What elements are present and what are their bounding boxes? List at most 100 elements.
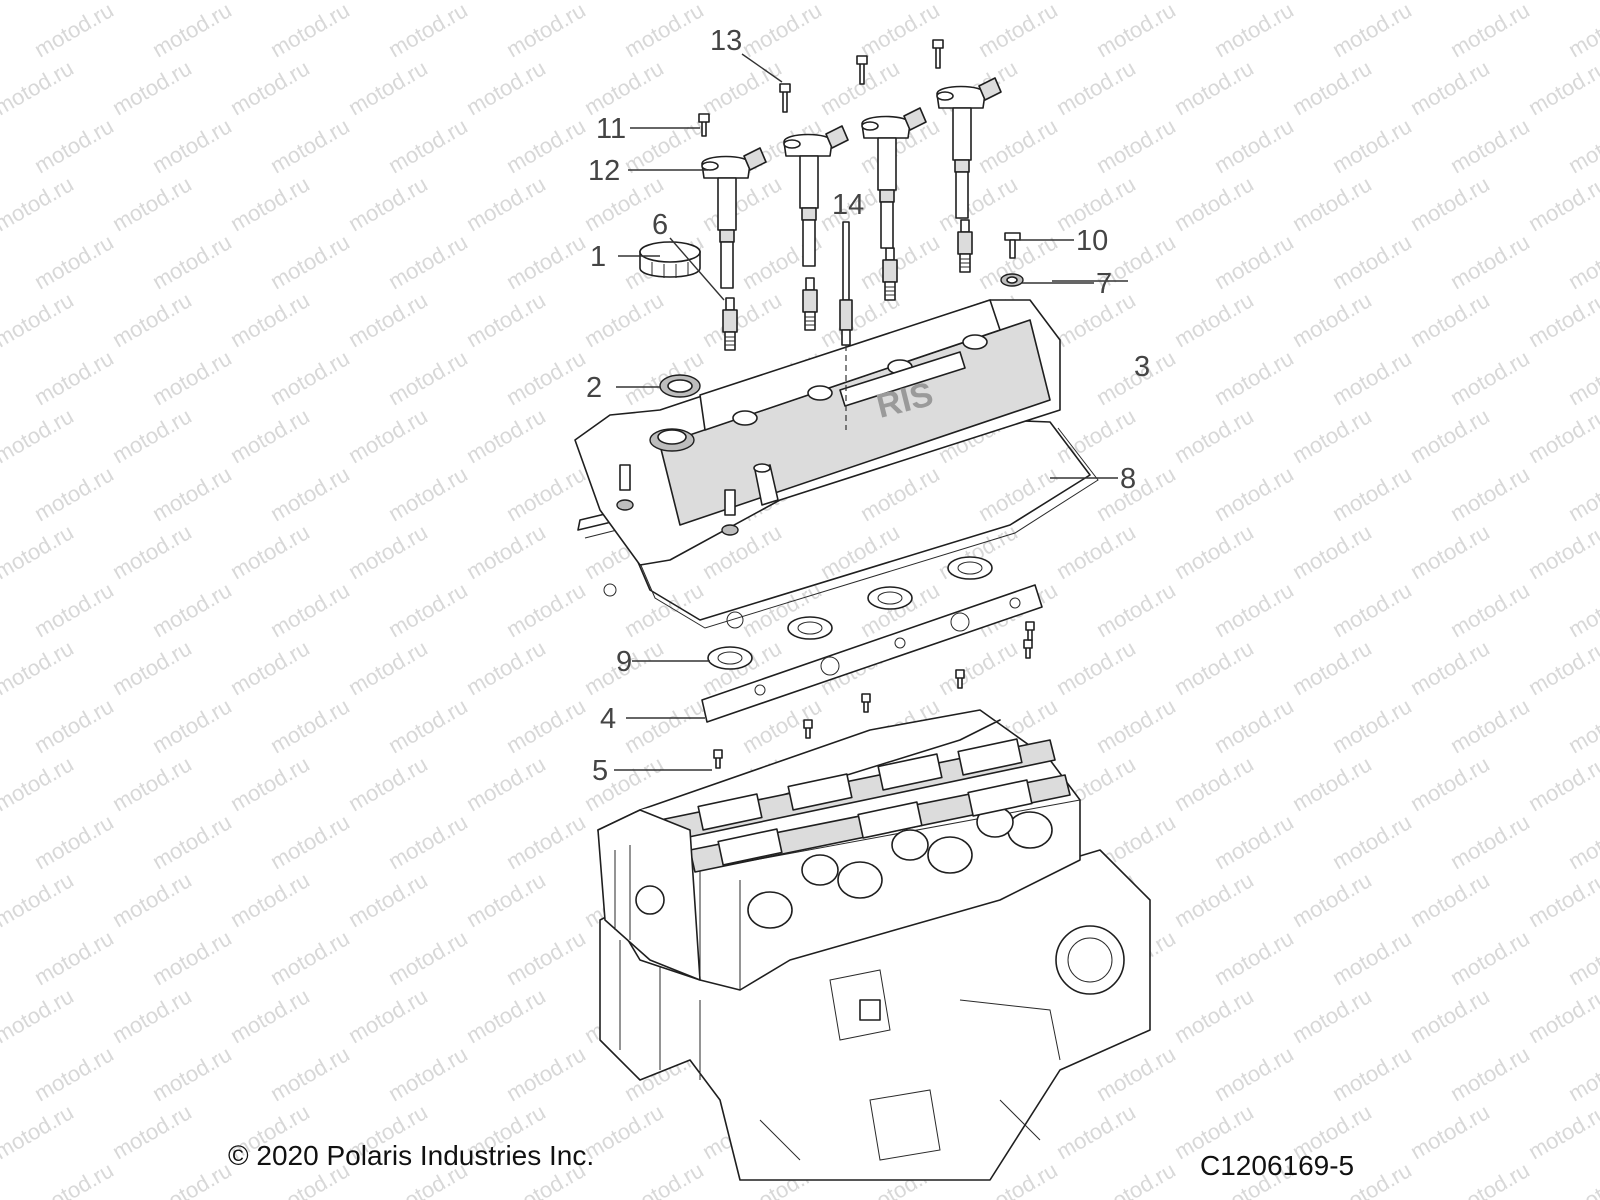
watermark-text: motod.ru: [344, 55, 432, 120]
watermark-text: motod.ru: [148, 809, 236, 874]
watermark-text: motod.ru: [1524, 0, 1600, 4]
watermark-text: motod.ru: [1446, 113, 1534, 178]
watermark-text: motod.ru: [698, 171, 786, 236]
callout-5: 5: [592, 755, 608, 787]
valve-cover-3: RIS: [574, 299, 1061, 566]
watermark-text: motod.ru: [384, 461, 472, 526]
watermark-text: motod.ru: [1210, 577, 1298, 642]
watermark-text: motod.ru: [620, 577, 708, 642]
watermark-text: motod.ru: [344, 519, 432, 584]
watermark-text: motod.ru: [698, 55, 786, 120]
watermark-text: motod.ru: [148, 925, 236, 990]
watermark-text: motod.ru: [266, 0, 354, 62]
watermark-text: motod.ru: [226, 867, 314, 932]
watermark-text: motod.ru: [1406, 519, 1494, 584]
watermark-text: motod.ru: [1052, 519, 1140, 584]
watermark-text: motod.ru: [30, 345, 118, 410]
watermark-text: motod.ru: [108, 403, 196, 468]
watermark-text: motod.ru: [1288, 867, 1376, 932]
callout-8: 8: [1120, 463, 1136, 495]
watermark-text: motod.ru: [974, 113, 1062, 178]
watermark-text: motod.ru: [620, 1157, 708, 1200]
watermark-text: motod.ru: [0, 1099, 78, 1164]
watermark-text: motod.ru: [1288, 983, 1376, 1048]
watermark-text: motod.ru: [1406, 55, 1494, 120]
watermark-text: motod.ru: [266, 461, 354, 526]
watermark-text: motod.ru: [1092, 693, 1180, 758]
watermark-text: motod.ru: [384, 693, 472, 758]
watermark-text: motod.ru: [1328, 113, 1416, 178]
watermark-text: motod.ru: [1564, 461, 1600, 526]
watermark-text: motod.ru: [1288, 635, 1376, 700]
figure-id-text: C1206169-5: [1200, 1150, 1355, 1181]
callout-13: 13: [710, 25, 742, 57]
watermark-text: motod.ru: [1446, 693, 1534, 758]
watermark-text: motod.ru: [226, 287, 314, 352]
watermark-text: motod.ru: [1092, 0, 1180, 62]
watermark-text: motod.ru: [1524, 287, 1600, 352]
watermark-text: motod.ru: [502, 1041, 590, 1106]
watermark-text: motod.ru: [502, 461, 590, 526]
watermark-text: motod.ru: [1524, 55, 1600, 120]
watermark-text: motod.ru: [620, 0, 708, 62]
watermark-text: motod.ru: [1170, 519, 1258, 584]
watermark-text: motod.ru: [266, 1041, 354, 1106]
watermark-text: motod.ru: [1052, 403, 1140, 468]
watermark-text: motod.ru: [148, 113, 236, 178]
watermark-text: motod.ru: [1564, 229, 1600, 294]
watermark-text: motod.ru: [266, 925, 354, 990]
watermark-text: motod.ru: [1446, 1041, 1534, 1106]
watermark-text: motod.ru: [580, 287, 668, 352]
watermark-text: motod.ru: [974, 0, 1062, 62]
watermark-text: motod.ru: [1210, 461, 1298, 526]
watermark-text: motod.ru: [266, 809, 354, 874]
watermark-text: motod.ru: [108, 1099, 196, 1164]
watermark-text: motod.ru: [1524, 635, 1600, 700]
watermark-text: motod.ru: [1210, 809, 1298, 874]
watermark-text: motod.ru: [1288, 171, 1376, 236]
watermark-text: motod.ru: [502, 925, 590, 990]
watermark-text: motod.ru: [502, 229, 590, 294]
watermark-text: motod.ru: [1092, 1157, 1180, 1200]
callout-10: 10: [1076, 225, 1108, 257]
watermark-text: motod.ru: [698, 287, 786, 352]
watermark-text: motod.ru: [1328, 229, 1416, 294]
watermark-text: motod.ru: [30, 1041, 118, 1106]
watermark-text: motod.ru: [266, 345, 354, 410]
watermark-text: motod.ru: [344, 867, 432, 932]
watermark-text: motod.ru: [0, 867, 78, 932]
watermark-text: motod.ru: [856, 0, 944, 62]
gasket-plate-4: [701, 584, 1043, 723]
watermark-text: motod.ru: [148, 1041, 236, 1106]
watermark-text: motod.ru: [1170, 0, 1258, 4]
watermark-text: motod.ru: [1170, 751, 1258, 816]
coil-bolts-13: [779, 39, 944, 113]
watermark-text: motod.ru: [0, 751, 78, 816]
watermark-text: motod.ru: [1210, 113, 1298, 178]
watermark-text: motod.ru: [0, 519, 78, 584]
watermark-text: motod.ru: [1170, 55, 1258, 120]
watermark-text: motod.ru: [502, 577, 590, 642]
watermark-text: motod.ru: [502, 345, 590, 410]
watermark-text: motod.ru: [934, 0, 1022, 4]
oil-filler-cap-1: [639, 241, 701, 278]
watermark-text: motod.ru: [1446, 577, 1534, 642]
watermark-text: motod.ru: [1564, 113, 1600, 178]
watermark-text: motod.ru: [462, 751, 550, 816]
watermark-text: motod.ru: [462, 635, 550, 700]
callout-numbers: 1 2 3 4 5 6 7 8 9 10 11 12 13 14: [586, 25, 1150, 787]
callout-1: 1: [590, 241, 606, 273]
watermark-text: motod.ru: [1406, 171, 1494, 236]
watermark-text: motod.ru: [108, 867, 196, 932]
watermark-text: motod.ru: [344, 287, 432, 352]
watermark-text: motod.ru: [462, 171, 550, 236]
watermark-text: motod.ru: [1446, 345, 1534, 410]
watermark-text: motod.ru: [384, 1041, 472, 1106]
watermark-text: motod.ru: [502, 0, 590, 62]
watermark-text: motod.ru: [384, 0, 472, 62]
coil-bolt-11: [698, 113, 710, 137]
watermark-text: motod.ru: [148, 461, 236, 526]
watermark-text: motod.ru: [226, 519, 314, 584]
watermark-text: motod.ru: [1288, 519, 1376, 584]
watermark-text: motod.ru: [1564, 1041, 1600, 1106]
